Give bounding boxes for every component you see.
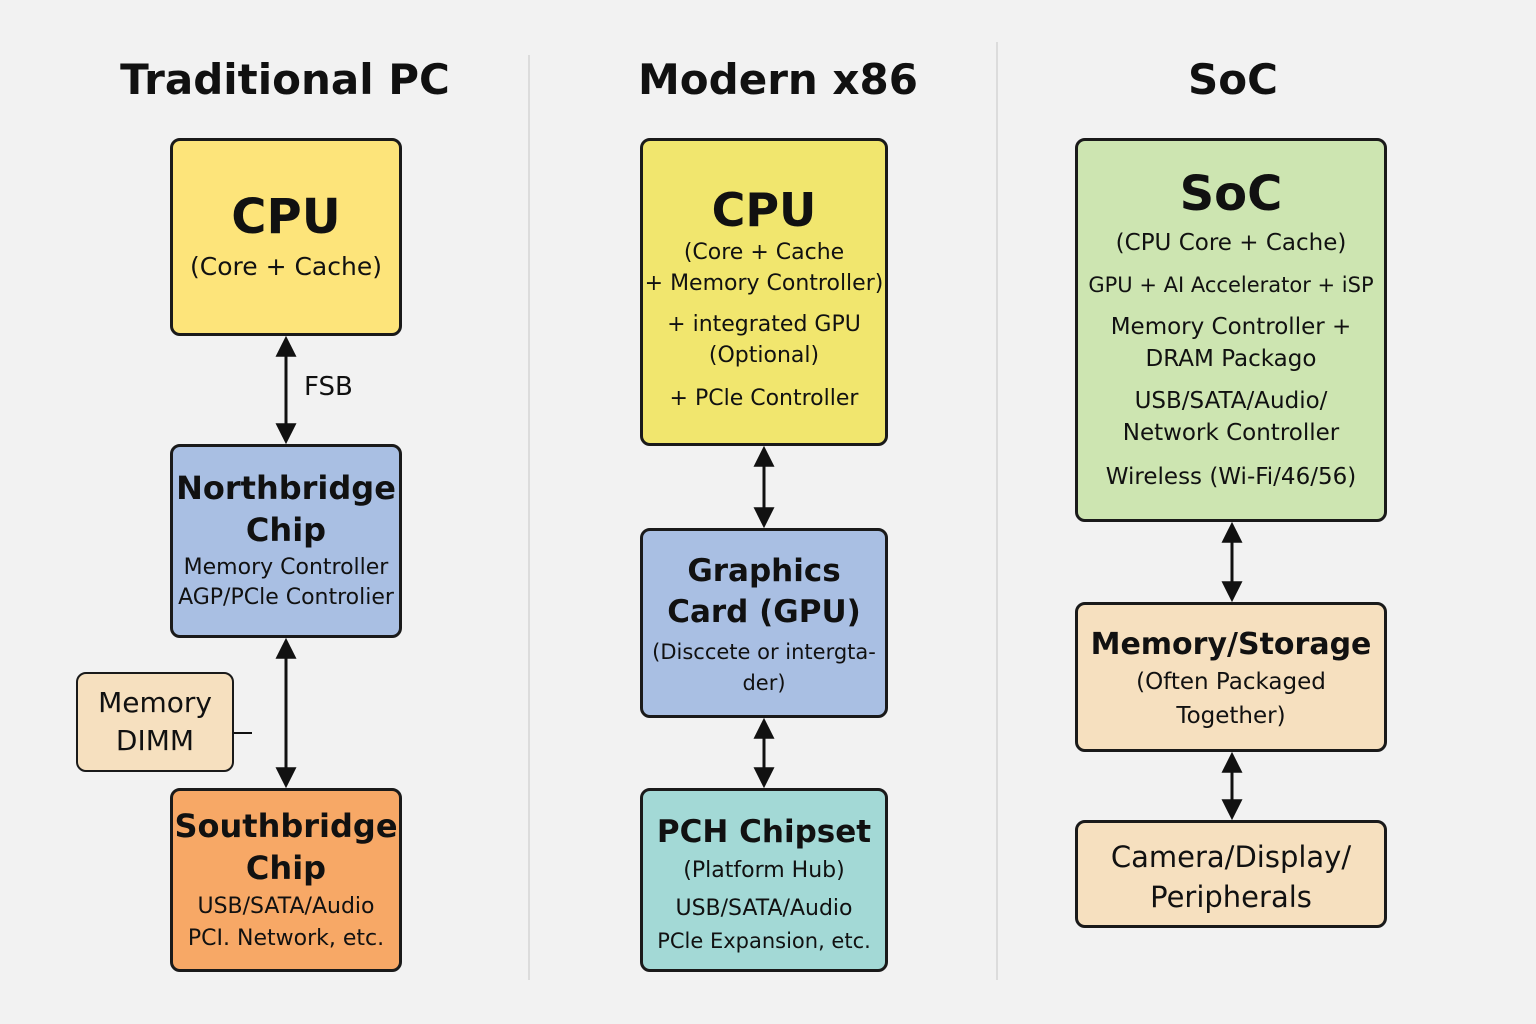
southbridge-title-line: Chip: [245, 849, 327, 887]
graphics-card-line: der): [742, 671, 786, 695]
pch-chipset-line: USB/SATA/Audio: [675, 896, 853, 921]
graphics-card-box: Graphics Card (GPU) (Disccete or intergt…: [640, 528, 888, 718]
soc-line: DRAM Packago: [1145, 346, 1317, 372]
title-traditional-pc: Traditional PC: [120, 55, 450, 104]
pch-chipset-title: PCH Chipset: [656, 814, 872, 850]
soc-line: Memory Controller +: [1110, 314, 1352, 340]
memory-storage-line: (Often Packaged: [1136, 669, 1326, 695]
soc-line: Network Controller: [1122, 420, 1340, 446]
memory-dimm-line: DIMM: [115, 724, 195, 757]
soc-line: GPU + AI Accelerator + iSP: [1088, 273, 1374, 297]
peripherals-box: Camera/Display/ Peripherals: [1075, 820, 1387, 928]
northbridge-line: AGP/PCle Controlier: [178, 585, 394, 610]
southbridge-title-line: Southbridge: [174, 807, 398, 845]
title-modern-x86: Modern x86: [638, 55, 918, 104]
memory-dimm-box: Memory DIMM: [76, 672, 234, 772]
soc-line: (CPU Core + Cache): [1115, 230, 1347, 256]
peripherals-line: Peripherals: [1150, 880, 1312, 914]
modern-cpu-line: (Core + Cache: [683, 240, 845, 265]
northbridge-box: Northbridge Chip Memory Controller AGP/P…: [170, 444, 402, 638]
graphics-card-line: (Disccete or intergta-: [652, 640, 876, 664]
modern-cpu-box: CPU (Core + Cache + Memory Controller) +…: [640, 138, 888, 446]
pch-chipset-line: PCle Expansion, etc.: [657, 929, 871, 953]
traditional-cpu-title: CPU: [231, 189, 341, 245]
soc-line: Wireless (Wi-Fi/46/56): [1105, 464, 1357, 490]
southbridge-box: Southbridge Chip USB/SATA/Audio PCI. Net…: [170, 788, 402, 972]
southbridge-line: USB/SATA/Audio: [197, 894, 375, 919]
graphics-card-title-line: Graphics: [687, 553, 841, 589]
modern-cpu-line: + PCle Controller: [669, 386, 859, 411]
soc-box-title: SoC: [1179, 166, 1283, 222]
northbridge-title-line: Northbridge: [176, 469, 396, 507]
southbridge-line: PCI. Network, etc.: [187, 926, 385, 951]
peripherals-line: Camera/Display/: [1110, 840, 1352, 874]
title-soc: SoC: [1188, 55, 1278, 104]
memory-dimm-line: Memory: [98, 686, 212, 719]
pch-chipset-line: (Platform Hub): [683, 858, 845, 883]
northbridge-line: Memory Controller: [183, 555, 389, 580]
pch-chipset-box: PCH Chipset (Platform Hub) USB/SATA/Audi…: [640, 788, 888, 972]
traditional-cpu-line: (Core + Cache): [190, 252, 382, 281]
memory-storage-line: Together): [1176, 703, 1286, 729]
graphics-card-title-line: Card (GPU): [667, 594, 861, 630]
traditional-cpu-box: CPU (Core + Cache): [170, 138, 402, 336]
modern-cpu-line: + integrated GPU: [667, 312, 861, 337]
modern-cpu-title: CPU: [711, 183, 817, 237]
column-divider-left: [528, 55, 530, 980]
modern-cpu-line: + Memory Controller): [644, 271, 884, 296]
column-divider-right: [996, 42, 998, 980]
fsb-label: FSB: [304, 372, 353, 402]
memory-storage-title: Memory/Storage: [1090, 627, 1372, 662]
modern-cpu-line: (Optional): [708, 343, 820, 368]
northbridge-title-line: Chip: [245, 511, 327, 549]
memory-storage-box: Memory/Storage (Often Packaged Together): [1075, 602, 1387, 752]
soc-box: SoC (CPU Core + Cache) GPU + AI Accelera…: [1075, 138, 1387, 522]
soc-line: USB/SATA/Audio/: [1134, 388, 1328, 414]
